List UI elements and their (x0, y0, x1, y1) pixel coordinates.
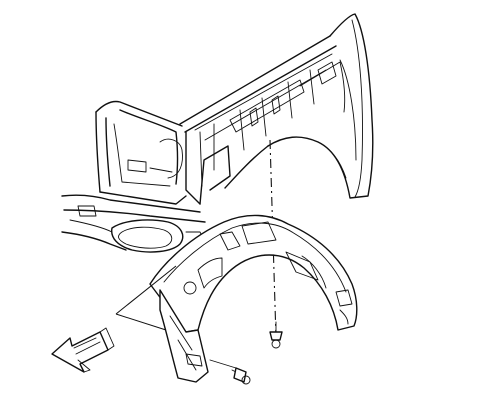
fender-panel (224, 13, 374, 199)
lower-frame (61, 194, 206, 253)
upper-rail (179, 35, 346, 205)
front-direction-arrow-icon (51, 327, 115, 373)
leader-lines (115, 265, 177, 331)
push-pin-fastener-lower (231, 367, 251, 385)
push-pin-fastener-upper (269, 321, 283, 349)
wheelhouse-liner (149, 214, 358, 383)
radiator-support (95, 100, 187, 205)
